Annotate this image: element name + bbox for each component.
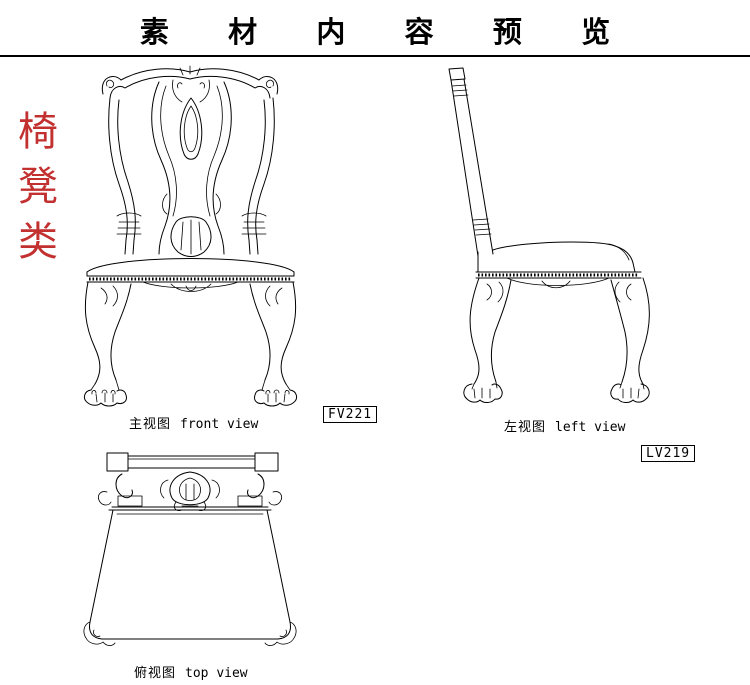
front-view-caption: 主视图 front view: [129, 413, 258, 432]
front-view-drawing: [83, 64, 300, 407]
front-view-code: FV221: [323, 406, 378, 423]
top-view-chair-svg: [83, 452, 297, 646]
category-char-3: 类: [18, 219, 58, 264]
top-view-label-zh: 俯视图: [134, 665, 177, 680]
page-title: 素 材 内 容 预 览: [139, 17, 637, 49]
left-view-label-zh: 左视图: [504, 419, 547, 434]
top-view-drawing: [82, 452, 298, 652]
category-char-2: 凳: [18, 164, 58, 209]
left-view-label-en: left view: [555, 420, 626, 435]
top-view-label-en: top view: [185, 666, 248, 681]
front-view-label-en: front view: [180, 417, 259, 432]
left-view-code: LV219: [641, 445, 696, 462]
category-label: 椅 凳 类: [15, 104, 61, 269]
front-view-chair-svg: [83, 65, 298, 407]
left-view-drawing: [447, 64, 662, 407]
title-divider: [0, 55, 750, 57]
top-view-caption: 俯视图 top view: [134, 662, 248, 681]
category-char-1: 椅: [18, 109, 58, 154]
front-view-label-zh: 主视图: [129, 416, 172, 431]
left-view-chair-svg: [448, 67, 650, 403]
left-view-caption: 左视图 left view: [504, 416, 625, 435]
